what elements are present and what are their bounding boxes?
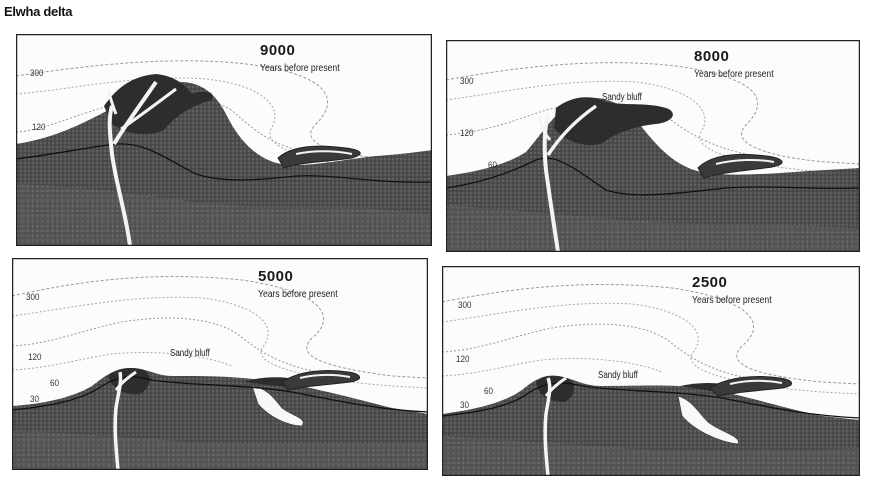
delta-map-8000 <box>446 40 860 252</box>
contour-label-120: 120 <box>460 128 473 139</box>
contour-label-60: 60 <box>484 386 493 397</box>
panel-5000: 5000 Years before present Sandy bluff 30… <box>12 258 428 470</box>
panel-subtitle: Years before present <box>694 68 774 80</box>
panel-8000: 8000 Years before present Sandy bluff 30… <box>446 40 860 252</box>
delta-map-5000 <box>12 258 428 470</box>
contour-label-300: 300 <box>460 76 473 87</box>
sandy-bluff-label: Sandy bluff <box>170 348 210 359</box>
panel-year: 5000 <box>258 268 293 285</box>
contour-label-60: 60 <box>50 378 59 389</box>
contour-label-30: 30 <box>460 400 469 411</box>
sandy-bluff-label: Sandy bluff <box>602 92 642 103</box>
contour-label-120: 120 <box>32 122 45 133</box>
panel-year: 8000 <box>694 48 729 65</box>
delta-map-9000 <box>16 34 432 246</box>
panel-subtitle: Years before present <box>692 294 772 306</box>
contour-label-300: 300 <box>30 68 43 79</box>
panel-2500: 2500 Years before present Sandy bluff 30… <box>442 266 860 476</box>
panel-subtitle: Years before present <box>260 62 340 74</box>
diagram-title: Elwha delta <box>4 4 72 19</box>
delta-map-2500 <box>442 266 860 476</box>
contour-label-60: 60 <box>488 160 497 171</box>
contour-label-30: 30 <box>30 394 39 405</box>
panel-year: 9000 <box>260 42 295 59</box>
contour-label-300: 300 <box>458 300 471 311</box>
panel-subtitle: Years before present <box>258 288 338 300</box>
contour-label-300: 300 <box>26 292 39 303</box>
panel-9000: 9000 Years before present 300 120 <box>16 34 432 246</box>
contour-label-120: 120 <box>28 352 41 363</box>
contour-label-120: 120 <box>456 354 469 365</box>
sandy-bluff-label: Sandy bluff <box>598 370 638 381</box>
panel-year: 2500 <box>692 274 727 291</box>
